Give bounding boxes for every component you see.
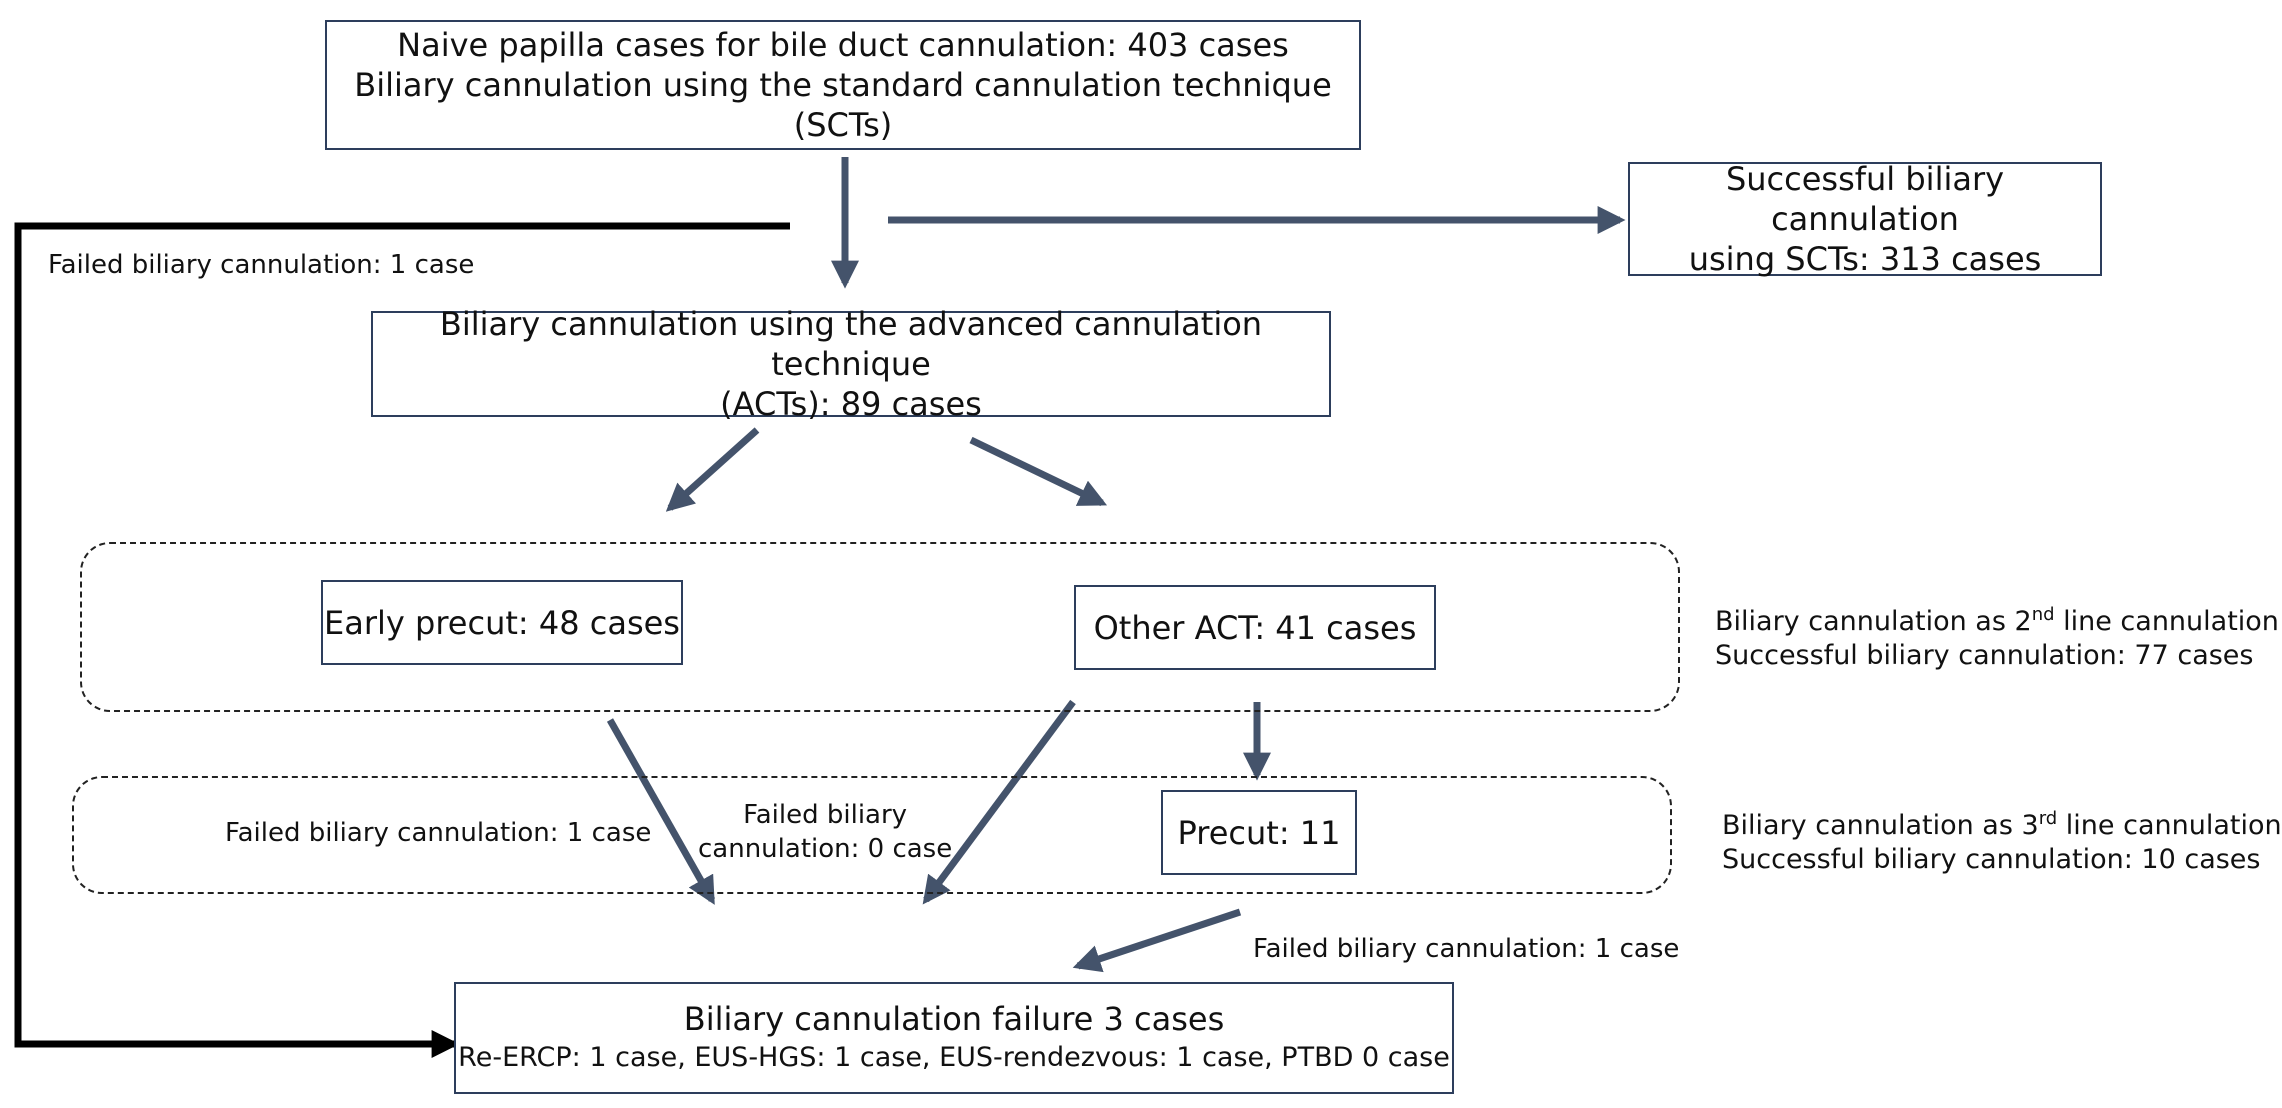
other-act-label: Other ACT: 41 cases [1093, 608, 1417, 647]
failure-details: Re-ERCP: 1 case, EUS-HGS: 1 case, EUS-re… [458, 1042, 1450, 1073]
success-line2: using SCTs: 313 cases [1688, 240, 2042, 278]
arrow-early-to-failure [606, 718, 716, 905]
act-box: Biliary cannulation using the advanced c… [371, 305, 1331, 423]
success-line1: Successful biliary cannulation [1725, 160, 2005, 238]
failed-early-label: Failed biliary cannulation: 1 case [225, 818, 652, 848]
act-line2: (ACTs): 89 cases [720, 385, 982, 423]
failure-title: Biliary cannulation failure 3 cases [683, 1000, 1225, 1038]
act-line1: Biliary cannulation using the advanced c… [439, 305, 1263, 383]
successful-sct-box: Successful biliary cannulation using SCT… [1628, 160, 2102, 278]
precut-box: Precut: 11 [1161, 790, 1357, 875]
third-line-group [72, 776, 1672, 894]
other-act-box: Other ACT: 41 cases [1074, 585, 1436, 670]
failed-sct-label: Failed biliary cannulation: 1 case [48, 250, 475, 280]
failed-other-line1: Failed biliary [743, 800, 908, 830]
arrow-other-to-failure [922, 699, 1076, 905]
second-line-success: Successful biliary cannulation: 77 cases [1715, 640, 2254, 671]
arrow-precut-to-failure [1072, 908, 1242, 973]
second-line-note: Biliary cannulation as 2nd line cannulat… [1715, 598, 2279, 673]
failed-loop-line [14, 222, 790, 1058]
arrow-act-to-other [969, 436, 1108, 507]
failed-other-label: Failed biliary cannulation: 0 case [698, 798, 952, 866]
cannulation-failure-box: Biliary cannulation failure 3 cases Re-E… [454, 982, 1454, 1094]
third-line-title: Biliary cannulation as 3rd line cannulat… [1722, 808, 2282, 841]
second-line-title: Biliary cannulation as 2nd line cannulat… [1715, 604, 2279, 637]
third-line-success: Successful biliary cannulation: 10 cases [1722, 844, 2261, 875]
failed-other-line2: cannulation: 0 case [698, 834, 953, 864]
sct-line2: Biliary cannulation using the standard c… [354, 66, 1332, 144]
arrow-act-to-early [665, 427, 760, 512]
early-precut-box: Early precut: 48 cases [321, 580, 683, 665]
naive-papilla-line1: Naive papilla cases for bile duct cannul… [397, 26, 1289, 64]
naive-papilla-box: Naive papilla cases for bile duct cannul… [325, 20, 1361, 150]
failed-precut-label: Failed biliary cannulation: 1 case [1253, 934, 1680, 964]
early-precut-label: Early precut: 48 cases [324, 603, 680, 642]
precut-label: Precut: 11 [1177, 813, 1341, 852]
second-line-group [80, 542, 1680, 712]
third-line-note: Biliary cannulation as 3rd line cannulat… [1722, 802, 2282, 877]
